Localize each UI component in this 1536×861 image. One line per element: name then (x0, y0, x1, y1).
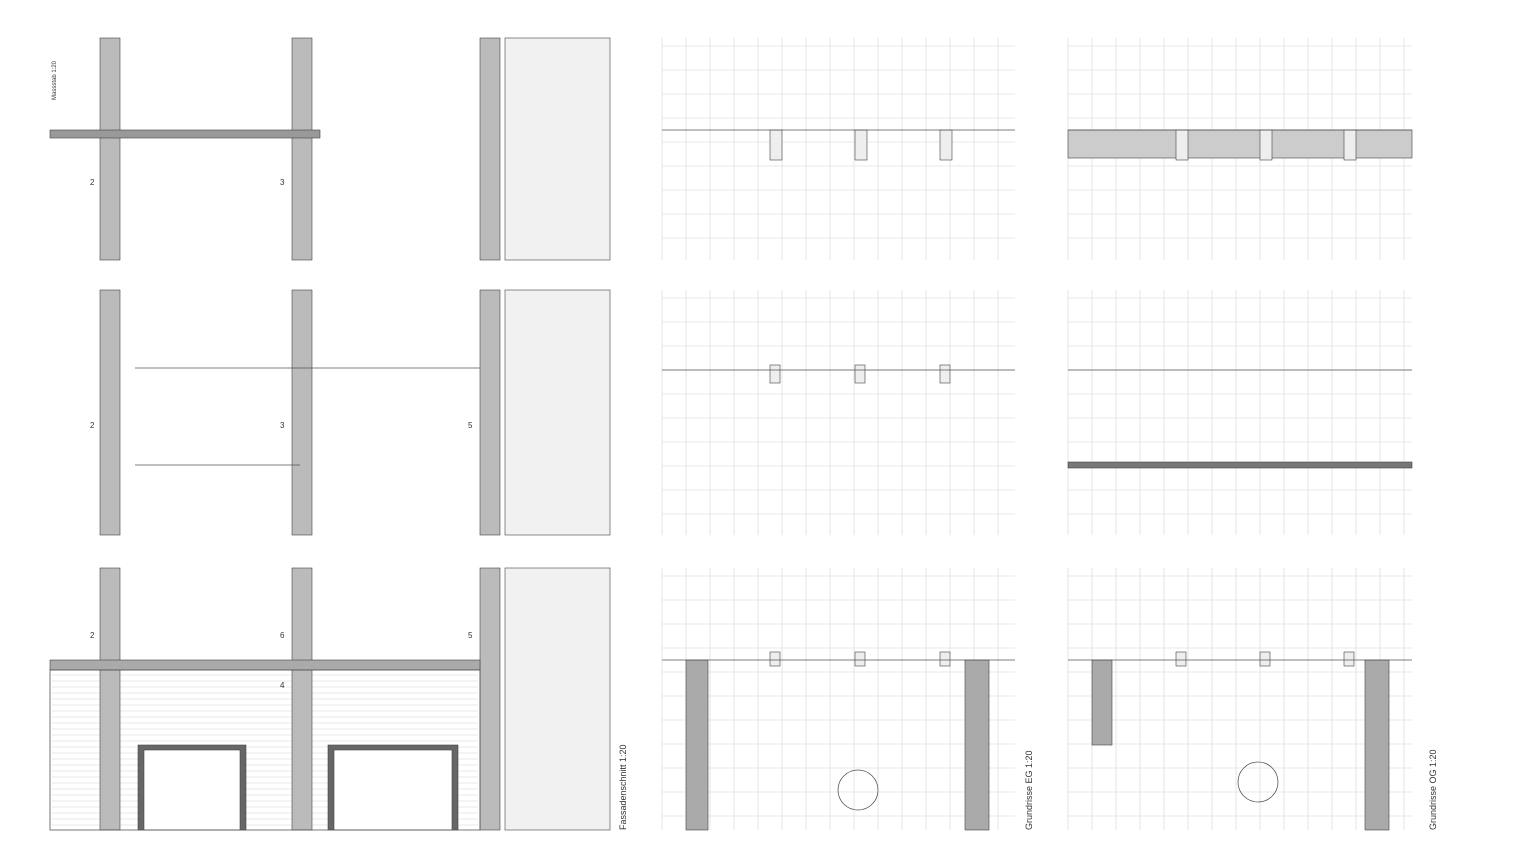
plan-og-title: Grundrisse OG 1:20 (1428, 749, 1438, 830)
mullion (939, 364, 951, 384)
opening (333, 749, 453, 831)
section-title: Fassadenschnitt 1:20 (618, 744, 628, 830)
axis-number: 2 (90, 631, 95, 640)
mullion (1343, 651, 1355, 667)
wall-section (291, 289, 313, 536)
table-icon (837, 769, 879, 811)
plan-wall (1091, 659, 1113, 746)
floor-slab (49, 659, 481, 671)
opening (143, 749, 241, 831)
legend-heading: Massstab 1:20 (52, 60, 58, 100)
plan-wall (964, 659, 990, 831)
axis-number: 6 (280, 631, 285, 640)
axis-number: 2 (90, 421, 95, 430)
mullion (939, 651, 951, 667)
table-icon (1237, 761, 1279, 803)
axis-number: 3 (280, 421, 285, 430)
facade-band (1067, 129, 1413, 159)
axis-number: 5 (468, 421, 473, 430)
mullion (769, 129, 783, 161)
mullion (939, 129, 953, 161)
plan-wall (685, 659, 709, 831)
plan-wall (1364, 659, 1390, 831)
roof-slab (49, 129, 321, 139)
parquet-area (49, 669, 481, 831)
mullion (1175, 129, 1189, 161)
axis-number: 3 (280, 178, 285, 187)
mullion (769, 651, 781, 667)
wall-section (99, 37, 121, 261)
ground-hatch (504, 567, 611, 831)
slab-band (1067, 461, 1413, 469)
ground-hatch (504, 289, 611, 536)
wall-section (291, 37, 313, 261)
mullion (1259, 129, 1273, 161)
wall-section (99, 567, 121, 831)
axis-number: 2 (90, 178, 95, 187)
mullion (854, 364, 866, 384)
mullion (854, 651, 866, 667)
axis-number: 5 (468, 631, 473, 640)
wall-section (479, 37, 501, 261)
wall-section (479, 289, 501, 536)
mullion (1343, 129, 1357, 161)
wall-section (99, 289, 121, 536)
wall-section (291, 567, 313, 831)
axis-number: 4 (280, 681, 285, 690)
mullion (1175, 651, 1187, 667)
wall-section (479, 567, 501, 831)
mullion (1259, 651, 1271, 667)
mullion (854, 129, 868, 161)
plan-eg-title: Grundrisse EG 1:20 (1024, 750, 1034, 830)
ground-hatch (504, 37, 611, 261)
mullion (769, 364, 781, 384)
